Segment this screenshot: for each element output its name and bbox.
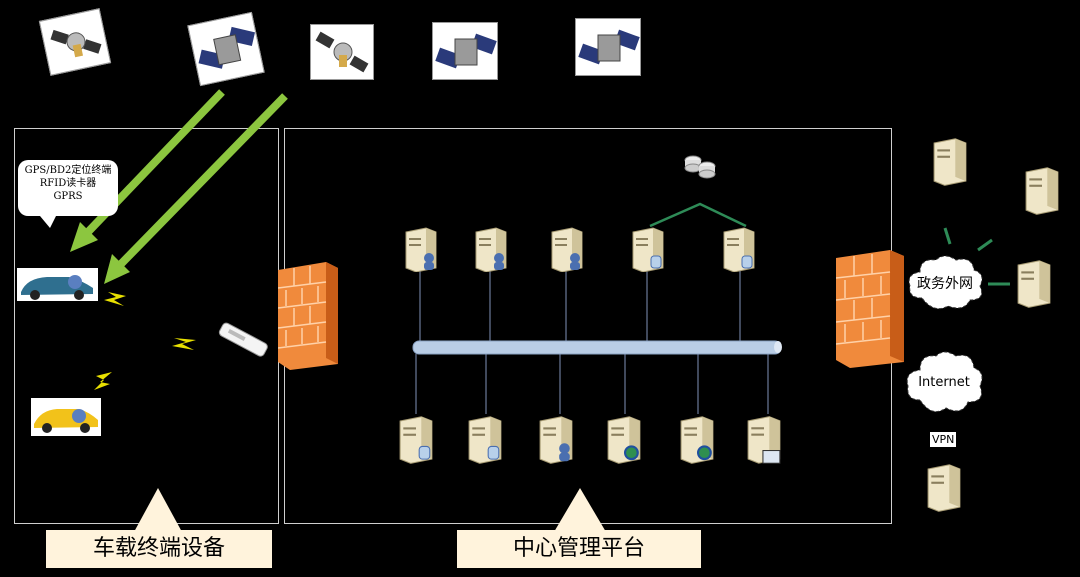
lightning-icon bbox=[104, 292, 126, 306]
satellite-icon bbox=[187, 11, 265, 87]
web-server-icon bbox=[607, 416, 641, 464]
server-drop-lines bbox=[415, 270, 769, 414]
lightning-icon bbox=[94, 372, 112, 390]
external-server-icon bbox=[933, 138, 967, 186]
database-server-icon bbox=[632, 227, 664, 272]
wireless-signals bbox=[94, 292, 268, 390]
user-server-icon bbox=[539, 416, 573, 464]
satellite-icon bbox=[38, 8, 112, 76]
internet-cloud bbox=[906, 351, 983, 413]
external-server-icon bbox=[1017, 260, 1051, 308]
car-icon bbox=[31, 398, 101, 436]
internet-label: Internet bbox=[918, 375, 970, 390]
user-server-icon bbox=[475, 227, 507, 272]
monitor-server-icon bbox=[747, 416, 781, 464]
user-server-icon bbox=[551, 227, 583, 272]
database-icon bbox=[684, 155, 716, 179]
satellite-icon bbox=[432, 22, 498, 80]
rfid-reader-icon bbox=[218, 322, 268, 357]
callout-line: GPRS bbox=[53, 191, 83, 202]
label-pointer bbox=[554, 488, 606, 532]
firewall-icon bbox=[836, 250, 904, 368]
vpn-server-icon bbox=[927, 464, 961, 512]
label-pointer bbox=[134, 488, 182, 532]
database-server-icon bbox=[723, 227, 755, 272]
vpn-label: VPN bbox=[930, 432, 957, 447]
satellite-icon bbox=[310, 24, 374, 80]
signal-arrowhead bbox=[70, 222, 98, 252]
firewall-icon bbox=[278, 262, 338, 370]
vehicle-terminal-label: 车载终端设备 bbox=[46, 530, 272, 568]
signal-arrowhead bbox=[104, 254, 130, 284]
storage-tree bbox=[649, 202, 747, 228]
database-server-icon bbox=[399, 416, 433, 464]
gov-network-cloud bbox=[908, 255, 983, 310]
satellite-icon bbox=[575, 18, 641, 76]
external-server-icon bbox=[1025, 167, 1059, 215]
gov-network-label: 政务外网 bbox=[917, 276, 973, 292]
terminal-callout: GPS/BD2定位终端 RFID读卡器 GPRS bbox=[18, 160, 118, 228]
gov-net-links bbox=[943, 227, 1010, 286]
database-server-icon bbox=[468, 416, 502, 464]
callout-line: GPS/BD2定位终端 bbox=[24, 165, 112, 176]
lightning-icon bbox=[172, 338, 196, 350]
network-bus bbox=[412, 340, 782, 355]
callout-line: RFID读卡器 bbox=[39, 178, 97, 189]
center-platform-label: 中心管理平台 bbox=[457, 530, 701, 568]
car-icon bbox=[17, 268, 98, 301]
web-server-icon bbox=[680, 416, 714, 464]
user-server-icon bbox=[405, 227, 437, 272]
